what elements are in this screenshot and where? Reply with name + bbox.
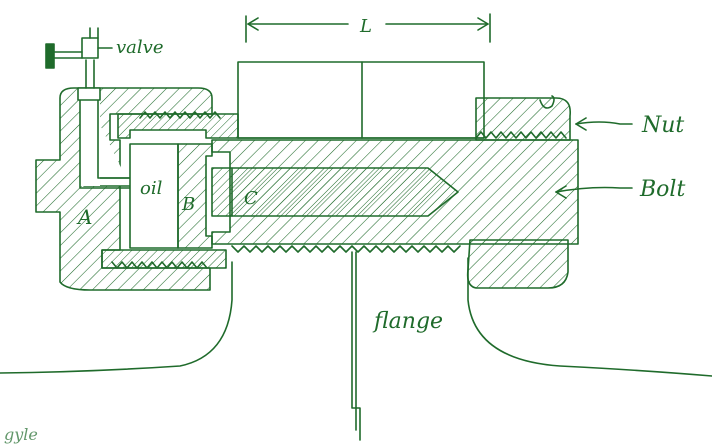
valve-icon: [45, 27, 113, 101]
nut-leader: [575, 121, 633, 125]
corner-mark: gyle: [4, 425, 38, 444]
nut-label: Nut: [641, 113, 684, 138]
thread-bolt: [231, 245, 461, 253]
flange-body: [0, 251, 712, 441]
thread-bottom: [111, 261, 208, 269]
oil-passage: [79, 91, 131, 189]
bolt-label: Bolt: [639, 177, 685, 202]
valve-label: valve: [116, 37, 163, 58]
oil-chamber: [129, 143, 179, 249]
dimension-l-label: L: [359, 16, 372, 37]
rod-c: [211, 167, 459, 217]
flange-label: flange: [372, 309, 443, 334]
chamber-top-thread: [117, 113, 239, 139]
thread-nut: [475, 131, 567, 139]
part-b-label: B: [181, 194, 195, 215]
dimension-l: [245, 13, 491, 43]
part-a-label: A: [76, 205, 92, 229]
thread-top: [139, 111, 221, 119]
nut-lower: [466, 239, 569, 289]
part-c-label: C: [244, 188, 258, 209]
oil-label: oil: [140, 178, 163, 199]
top-sleeve: [237, 61, 485, 139]
bolt-leader: [555, 186, 633, 193]
